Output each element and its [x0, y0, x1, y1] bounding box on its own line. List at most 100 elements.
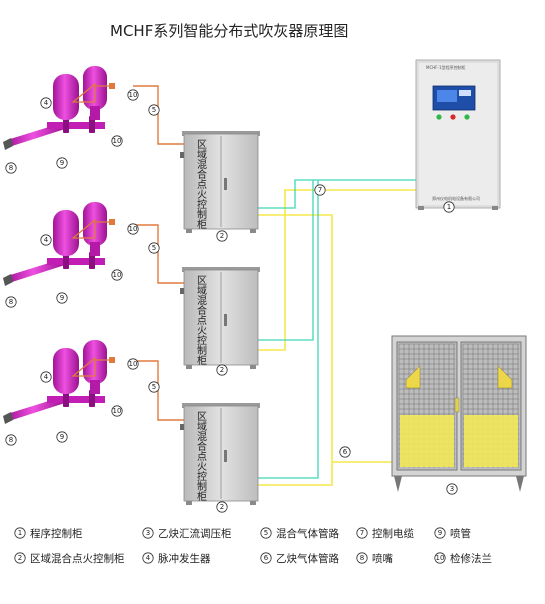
legend-label: 区域混合点火控制柜 [30, 552, 125, 565]
legend-label: 乙炔气体管路 [276, 552, 339, 565]
cabinet-label-char: 柜 [197, 490, 207, 503]
program-control-cabinet: MCHF-1型程序控制柜 郑州仪电机电设备有限公司 [415, 59, 501, 210]
cabinet-label-char: 区 [197, 139, 207, 151]
callout-number: 7 [318, 186, 322, 194]
callout-circle [127, 223, 139, 235]
cabinet-label-char: 制 [197, 344, 207, 357]
legend-label: 喷管 [450, 527, 471, 540]
legend-label: 乙炔汇流调压柜 [158, 527, 232, 540]
acetylene-pipes [258, 189, 432, 486]
cabinet-label-char: 控 [197, 198, 207, 211]
callout-number: 5 [152, 383, 156, 391]
callout-number: 10 [113, 407, 122, 415]
callout-number: 2 [220, 232, 224, 240]
green-indicator-icon [436, 114, 442, 120]
callout-circle [127, 89, 139, 101]
callout-number: 6 [343, 448, 348, 456]
callout-circle [216, 501, 228, 513]
callout-circle [56, 157, 68, 169]
cabinet-label-char: 柜 [197, 218, 207, 231]
callout-circle [5, 296, 17, 308]
callout-number: 5 [152, 106, 156, 114]
callout-circle [216, 364, 228, 376]
legend-marker [434, 552, 446, 564]
callout-circle [111, 269, 123, 281]
callout-circle [40, 371, 52, 383]
control-cables [258, 179, 416, 479]
legend-number: 9 [438, 529, 442, 537]
cabinet-label-char: 柜 [197, 354, 207, 367]
callout-circle [40, 97, 52, 109]
callout-circle [111, 135, 123, 147]
callout-number: 9 [60, 294, 64, 302]
legend-label: 控制电缆 [372, 527, 414, 540]
mixed-gas-pipes [133, 85, 185, 421]
callout-circle [111, 405, 123, 417]
callout-number: 8 [9, 164, 13, 172]
legend-marker [260, 552, 272, 564]
callout-circle [339, 446, 351, 458]
legend-number: 8 [360, 554, 364, 562]
cabinet-label-char: 火 [197, 325, 207, 337]
callout-number: 2 [220, 366, 224, 374]
cabinet-label-char: 点 [197, 315, 207, 327]
cabinet-label-char: 混 [197, 295, 207, 307]
cabinet-label-char: 合 [197, 440, 207, 453]
callout-number: 4 [44, 99, 49, 107]
cabinet-label-char: 火 [197, 461, 207, 473]
callout-circle [5, 434, 17, 446]
callout-number: 8 [9, 298, 13, 306]
callout-circle [148, 104, 160, 116]
cabinet-label-char: 区 [197, 411, 207, 423]
red-indicator-icon [450, 114, 456, 120]
callout-circle [216, 230, 228, 242]
callout-number: 4 [44, 373, 49, 381]
callout-circle [40, 234, 52, 246]
legend-number: 4 [146, 554, 151, 562]
program-cabinet-header: MCHF-1型程序控制柜 [426, 64, 466, 70]
acetylene-pressure-cabinet [391, 335, 527, 492]
callout-circle [5, 162, 17, 174]
cabinet-label-char: 点 [197, 179, 207, 191]
cabinet-label-char: 合 [197, 304, 207, 317]
callout-circle [148, 381, 160, 393]
callout-number: 4 [44, 236, 49, 244]
cabinet-label-char: 控 [197, 470, 207, 483]
legend-marker [14, 552, 26, 564]
pulse-generator-1 [2, 65, 116, 151]
legend-number: 10 [436, 554, 445, 562]
callout-circle [314, 184, 326, 196]
cabinet-label-char: 合 [197, 168, 207, 181]
callout-number: 10 [129, 225, 138, 233]
pulse-generator-3 [2, 339, 116, 425]
callout-circle [127, 358, 139, 370]
region-cabinet-1 [179, 130, 261, 234]
cabinet-label-char: 制 [197, 480, 207, 493]
cabinet-label-char: 点 [197, 451, 207, 463]
legend-label: 喷嘴 [372, 553, 393, 565]
callout-number: 10 [113, 271, 122, 279]
callout-number: 9 [60, 159, 64, 167]
legend-marker [434, 527, 446, 539]
region-cabinet-2 [179, 266, 261, 370]
callout-circle [148, 242, 160, 254]
callout-circle [56, 431, 68, 443]
legend-marker [142, 527, 154, 539]
legend-number: 1 [18, 529, 22, 537]
legend-label: 程序控制柜 [30, 527, 83, 540]
region-cabinet-3 [179, 402, 261, 506]
legend-number: 6 [264, 554, 269, 562]
callout-number: 10 [113, 137, 122, 145]
legend-number: 3 [146, 529, 150, 537]
legend-marker [356, 552, 368, 564]
cabinet-label-char: 域 [197, 420, 207, 433]
pulse-generator-2 [2, 201, 116, 287]
region-cabinet-3-label: 区域混合点火控制柜 [197, 411, 207, 503]
legend-marker [356, 527, 368, 539]
callout-number: 10 [129, 91, 138, 99]
cabinet-label-char: 火 [197, 189, 207, 201]
cabinet-label-char: 混 [197, 431, 207, 443]
